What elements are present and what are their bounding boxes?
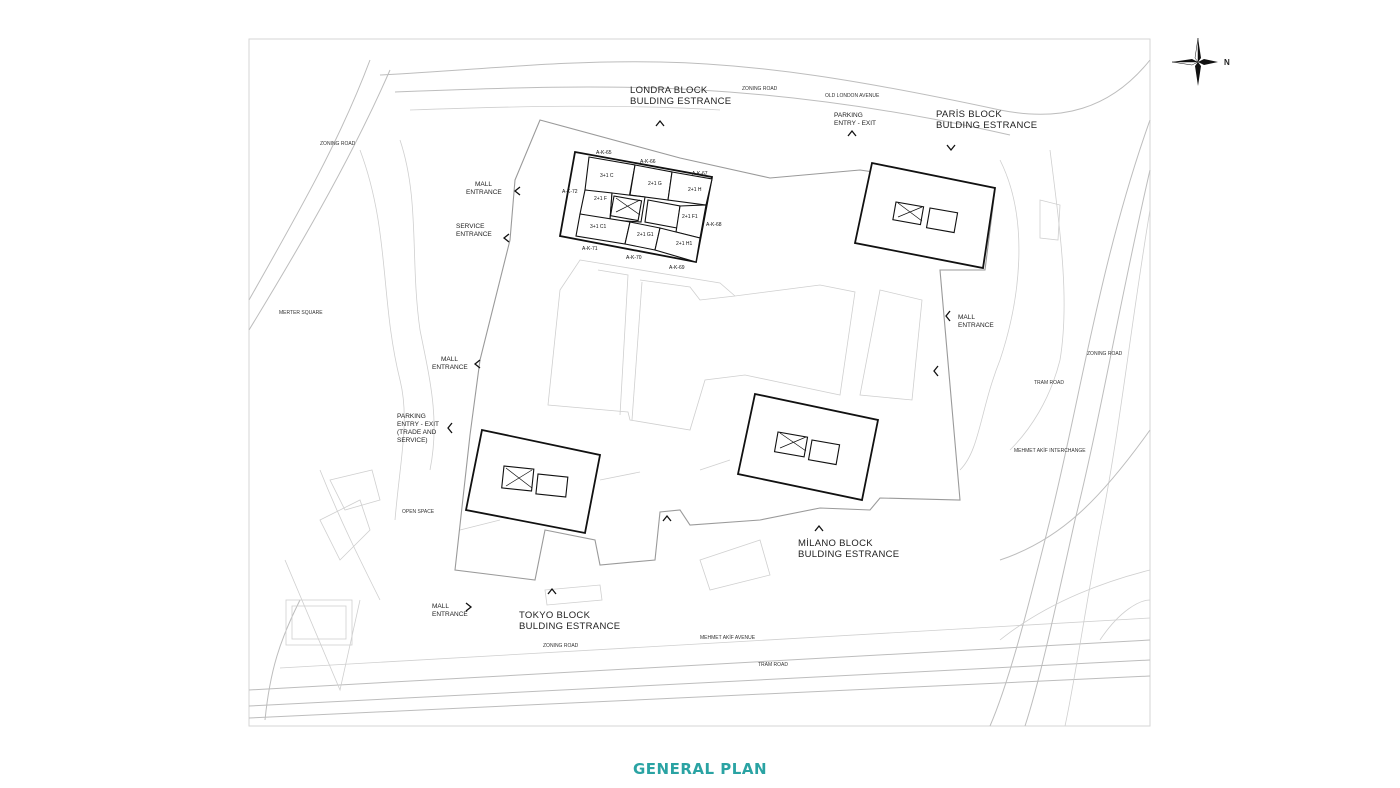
tower-milano	[736, 392, 880, 502]
zoning-road-s-label: ZONING ROAD	[543, 643, 579, 649]
block-code: A-K-67	[692, 171, 708, 177]
old-london-avenue-label: OLD LONDON AVENUE	[825, 93, 880, 99]
tokyo-block-label-1: TOKYO BLOCK	[519, 610, 591, 621]
north-letter: N	[1224, 58, 1230, 67]
context-linework	[248, 59, 1151, 727]
service-entrance-label-2: ENTRANCE	[456, 231, 492, 238]
tokyo-block-label-2: BULDING ESTRANCE	[519, 621, 620, 632]
mall-entrance-sw-label-1: MALL	[432, 603, 449, 610]
atrium-void	[547, 259, 856, 431]
merter-square-label: MERTER SQUARE	[279, 310, 323, 316]
block-code: A-K-70	[626, 255, 642, 261]
block-code: A-K-66	[640, 159, 656, 165]
zoning-road-n-label: ZONING ROAD	[742, 86, 778, 92]
paris-block-label-2: BULDING ESTRANCE	[936, 120, 1037, 131]
open-space-label: OPEN SPACE	[402, 509, 435, 515]
tower-paris	[853, 161, 997, 270]
tram-road-e-label: TRAM ROAD	[1034, 380, 1064, 386]
entrance-arrows	[447, 119, 956, 612]
milano-block-label-2: BULDING ESTRANCE	[798, 549, 899, 560]
paris-block-label-1: PARİS BLOCK	[936, 109, 1002, 120]
mall-entrance-sw-label-2: ENTRANCE	[432, 611, 468, 618]
parking-top-label-2: ENTRY - EXIT	[834, 120, 876, 127]
block-code: A-K-65	[596, 150, 612, 156]
milano-block-label-1: MİLANO BLOCK	[798, 538, 873, 549]
block-code: A-K-69	[669, 265, 685, 271]
mall-entrance-e-label-1: MALL	[958, 314, 975, 321]
mall-entrance-w-label-1: MALL	[441, 356, 458, 363]
unit-type-label: 2+1 G1	[637, 232, 654, 238]
tower-tokyo	[464, 428, 602, 535]
block-code: A-K-72	[562, 189, 578, 195]
unit-type-label: 2+1 H	[688, 187, 702, 193]
zoning-road-e-label: ZONING ROAD	[1087, 351, 1123, 357]
mall-entrance-nw-label-1: MALL	[475, 181, 492, 188]
londra-block-label-1: LONDRA BLOCK	[630, 85, 708, 96]
mall-entrance-nw-label-2: ENTRANCE	[466, 189, 502, 196]
unit-type-label: 3+1 C1	[590, 224, 606, 230]
parking-top-label-1: PARKING	[834, 112, 863, 119]
mall-entrance-w-label-2: ENTRANCE	[432, 364, 468, 371]
parking-trade-label-3: (TRADE AND	[397, 429, 437, 436]
page-title: GENERAL PLAN	[632, 760, 767, 778]
mehmet-akif-interchange-label: MEHMET AKİF INTERCHANGE	[1014, 447, 1086, 454]
block-code: A-K-71	[582, 246, 598, 252]
compass-rose-icon: N	[1171, 37, 1230, 86]
parking-trade-label-2: ENTRY - EXIT	[397, 421, 439, 428]
londra-block-label-2: BULDING ESTRANCE	[630, 96, 731, 107]
unit-type-label: 2+1 F1	[682, 214, 698, 220]
unit-type-label: 2+1 G	[648, 181, 662, 187]
mehmet-akif-avenue-label: MEHMET AKİF AVENUE	[700, 634, 756, 641]
parking-trade-label-1: PARKING	[397, 413, 426, 420]
zoning-road-nw-label: ZONING ROAD	[320, 141, 356, 147]
unit-type-label: 2+1 H1	[676, 241, 692, 247]
block-code: A-K-68	[706, 222, 722, 228]
unit-type-label: 2+1 F	[594, 196, 607, 202]
unit-type-label: 3+1 C	[600, 173, 614, 179]
parking-trade-label-4: SERVICE)	[397, 437, 428, 444]
mall-entrance-e-label-2: ENTRANCE	[958, 322, 994, 329]
service-entrance-label-1: SERVICE	[456, 223, 485, 230]
tram-road-s-label: TRAM ROAD	[758, 662, 788, 668]
tower-londra-units	[558, 150, 714, 264]
